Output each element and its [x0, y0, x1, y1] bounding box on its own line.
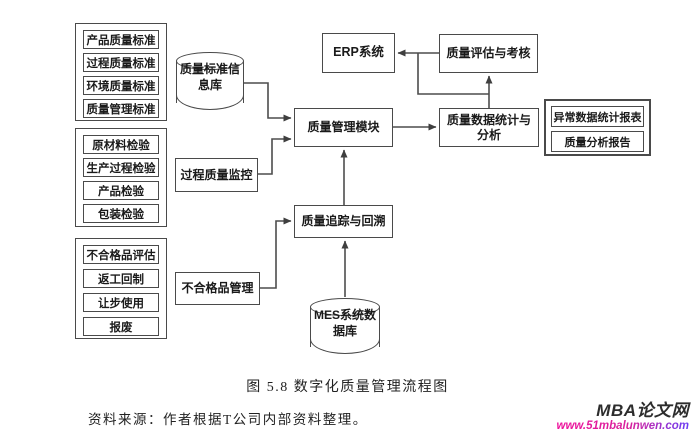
- node-environment-quality-standard: 环境质量标准: [83, 76, 159, 95]
- node-nonconforming-evaluation: 不合格品评估: [83, 245, 159, 264]
- standards-database-cylinder: 质量标准信息库: [176, 52, 244, 110]
- node-quality-analysis-report: 质量分析报告: [551, 131, 644, 152]
- node-rework: 返工回制: [83, 269, 159, 288]
- node-process-quality-standard: 过程质量标准: [83, 53, 159, 72]
- node-erp-system: ERP系统: [322, 33, 395, 73]
- node-quality-trace: 质量追踪与回溯: [294, 205, 393, 238]
- node-scrap: 报废: [83, 317, 159, 336]
- node-quality-evaluation: 质量评估与考核: [439, 34, 538, 73]
- node-raw-material-inspection: 原材料检验: [83, 135, 159, 154]
- node-packaging-inspection: 包装检验: [83, 204, 159, 223]
- node-abnormal-data-report: 异常数据统计报表: [551, 106, 644, 127]
- node-product-quality-standard: 产品质量标准: [83, 30, 159, 49]
- cylinder-bottom: [176, 95, 244, 110]
- cylinder-top: [310, 298, 380, 316]
- standards-database-label: 质量标准信息库: [179, 62, 240, 92]
- mes-database-cylinder: MES系统数据库: [310, 298, 380, 354]
- node-nonconforming-management: 不合格品管理: [175, 272, 260, 305]
- node-quality-data-statistics: 质量数据统计与分析: [439, 108, 539, 147]
- cylinder-bottom: [310, 339, 380, 354]
- node-product-inspection: 产品检验: [83, 181, 159, 200]
- mes-database-label: MES系统数据库: [313, 308, 376, 338]
- figure-caption: 图 5.8 数字化质量管理流程图: [246, 380, 449, 395]
- node-quality-mgmt-standard: 质量管理标准: [83, 99, 159, 118]
- watermark: MBA论文网 www.51mbalunwen.com: [557, 402, 690, 432]
- node-concession-use: 让步使用: [83, 293, 159, 312]
- watermark-url: www.51mbalunwen.com: [556, 419, 690, 432]
- watermark-site-name: MBA论文网: [596, 401, 689, 421]
- node-quality-management-module: 质量管理模块: [294, 108, 393, 147]
- node-production-process-inspection: 生产过程检验: [83, 158, 159, 177]
- cylinder-top: [176, 52, 244, 70]
- node-process-quality-monitoring: 过程质量监控: [175, 158, 258, 192]
- source-note: 资料来源：作者根据T公司内部资料整理。: [88, 412, 368, 427]
